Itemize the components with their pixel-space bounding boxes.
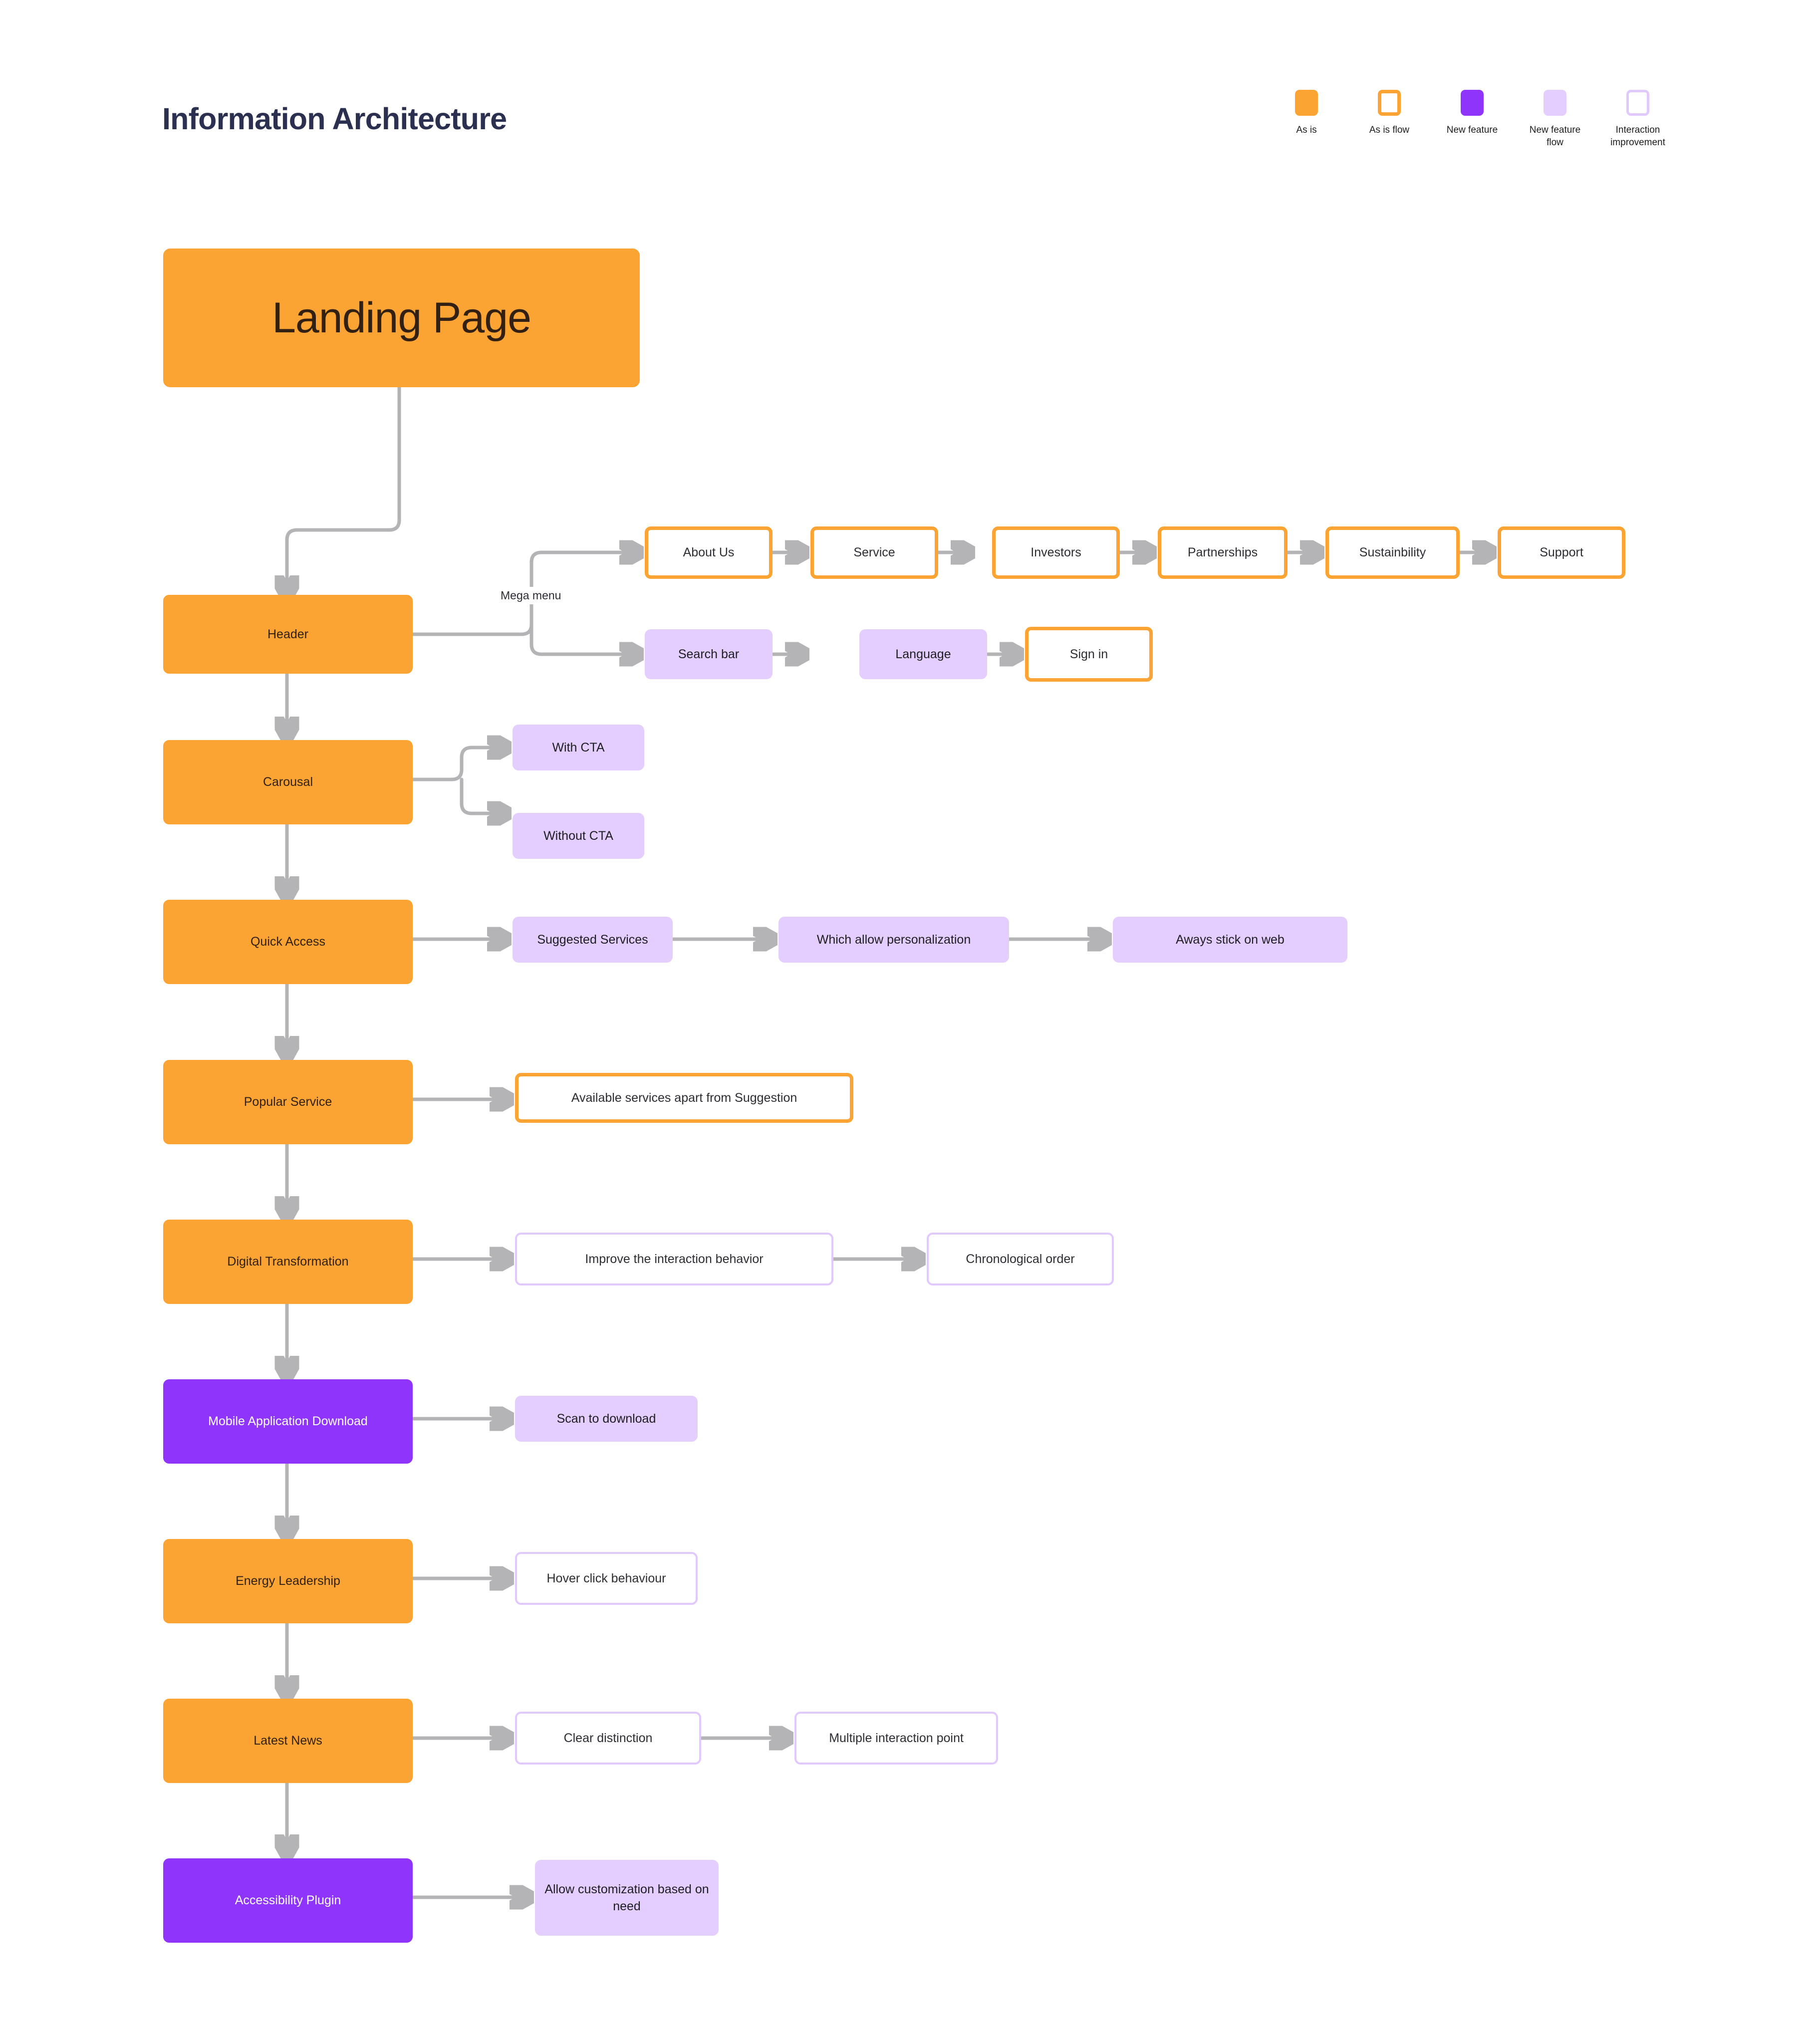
node-clear-distinction[interactable]: Clear distinction bbox=[515, 1712, 701, 1765]
node-aways-stick-on-web[interactable]: Aways stick on web bbox=[1113, 917, 1347, 963]
edge-label-mega-menu: Mega menu bbox=[497, 587, 565, 604]
legend-item-as-is-flow: As is flow bbox=[1358, 90, 1420, 136]
legend-swatch-new-feature bbox=[1461, 90, 1484, 116]
legend-item-as-is: As is bbox=[1276, 90, 1337, 136]
node-support[interactable]: Support bbox=[1498, 526, 1625, 579]
node-accessibility-plugin[interactable]: Accessibility Plugin bbox=[163, 1858, 413, 1943]
legend-label-as-is-flow: As is flow bbox=[1369, 125, 1410, 135]
node-about-us[interactable]: About Us bbox=[645, 526, 773, 579]
node-header[interactable]: Header bbox=[163, 595, 413, 674]
legend-item-interaction-improvement: Interaction improvement bbox=[1607, 90, 1669, 149]
legend-swatch-new-feature-flow bbox=[1544, 90, 1566, 116]
legend-label-new-feature: New feature bbox=[1446, 125, 1498, 135]
node-landing-page[interactable]: Landing Page bbox=[163, 249, 640, 387]
node-mobile-application-download[interactable]: Mobile Application Download bbox=[163, 1379, 413, 1464]
node-which-allow-personalization[interactable]: Which allow personalization bbox=[778, 917, 1009, 963]
node-allow-customization[interactable]: Allow customization based on need bbox=[535, 1860, 719, 1936]
node-sustainbility[interactable]: Sustainbility bbox=[1325, 526, 1460, 579]
node-sign-in[interactable]: Sign in bbox=[1025, 627, 1153, 682]
node-search-bar[interactable]: Search bar bbox=[645, 629, 773, 679]
node-latest-news[interactable]: Latest News bbox=[163, 1699, 413, 1783]
node-service[interactable]: Service bbox=[810, 526, 938, 579]
node-available-services[interactable]: Available services apart from Suggestion bbox=[515, 1073, 853, 1123]
legend-swatch-as-is bbox=[1295, 90, 1318, 116]
node-chronological-order[interactable]: Chronological order bbox=[927, 1233, 1114, 1285]
page-title: Information Architecture bbox=[162, 102, 507, 136]
node-suggested-services[interactable]: Suggested Services bbox=[513, 917, 673, 963]
node-multiple-interaction-point[interactable]: Multiple interaction point bbox=[794, 1712, 998, 1765]
node-improve-interaction[interactable]: Improve the interaction behavior bbox=[515, 1233, 833, 1285]
legend-label-interaction-improvement: Interaction improvement bbox=[1610, 125, 1665, 148]
legend: As is As is flow New feature New feature… bbox=[1276, 90, 1669, 149]
legend-swatch-interaction-improvement bbox=[1626, 90, 1649, 116]
node-hover-click-behaviour[interactable]: Hover click behaviour bbox=[515, 1552, 698, 1605]
node-carousal[interactable]: Carousal bbox=[163, 740, 413, 824]
node-without-cta[interactable]: Without CTA bbox=[513, 813, 644, 859]
legend-item-new-feature-flow: New feature flow bbox=[1524, 90, 1586, 149]
node-popular-service[interactable]: Popular Service bbox=[163, 1060, 413, 1144]
node-quick-access[interactable]: Quick Access bbox=[163, 900, 413, 984]
node-with-cta[interactable]: With CTA bbox=[513, 725, 644, 770]
legend-swatch-as-is-flow bbox=[1378, 90, 1401, 116]
node-energy-leadership[interactable]: Energy Leadership bbox=[163, 1539, 413, 1623]
node-partnerships[interactable]: Partnerships bbox=[1158, 526, 1288, 579]
legend-label-new-feature-flow: New feature flow bbox=[1529, 125, 1581, 148]
node-investors[interactable]: Investors bbox=[992, 526, 1120, 579]
node-language[interactable]: Language bbox=[859, 629, 987, 679]
node-digital-transformation[interactable]: Digital Transformation bbox=[163, 1220, 413, 1304]
node-scan-to-download[interactable]: Scan to download bbox=[515, 1396, 698, 1442]
legend-item-new-feature: New feature bbox=[1441, 90, 1503, 136]
legend-label-as-is: As is bbox=[1296, 125, 1317, 135]
